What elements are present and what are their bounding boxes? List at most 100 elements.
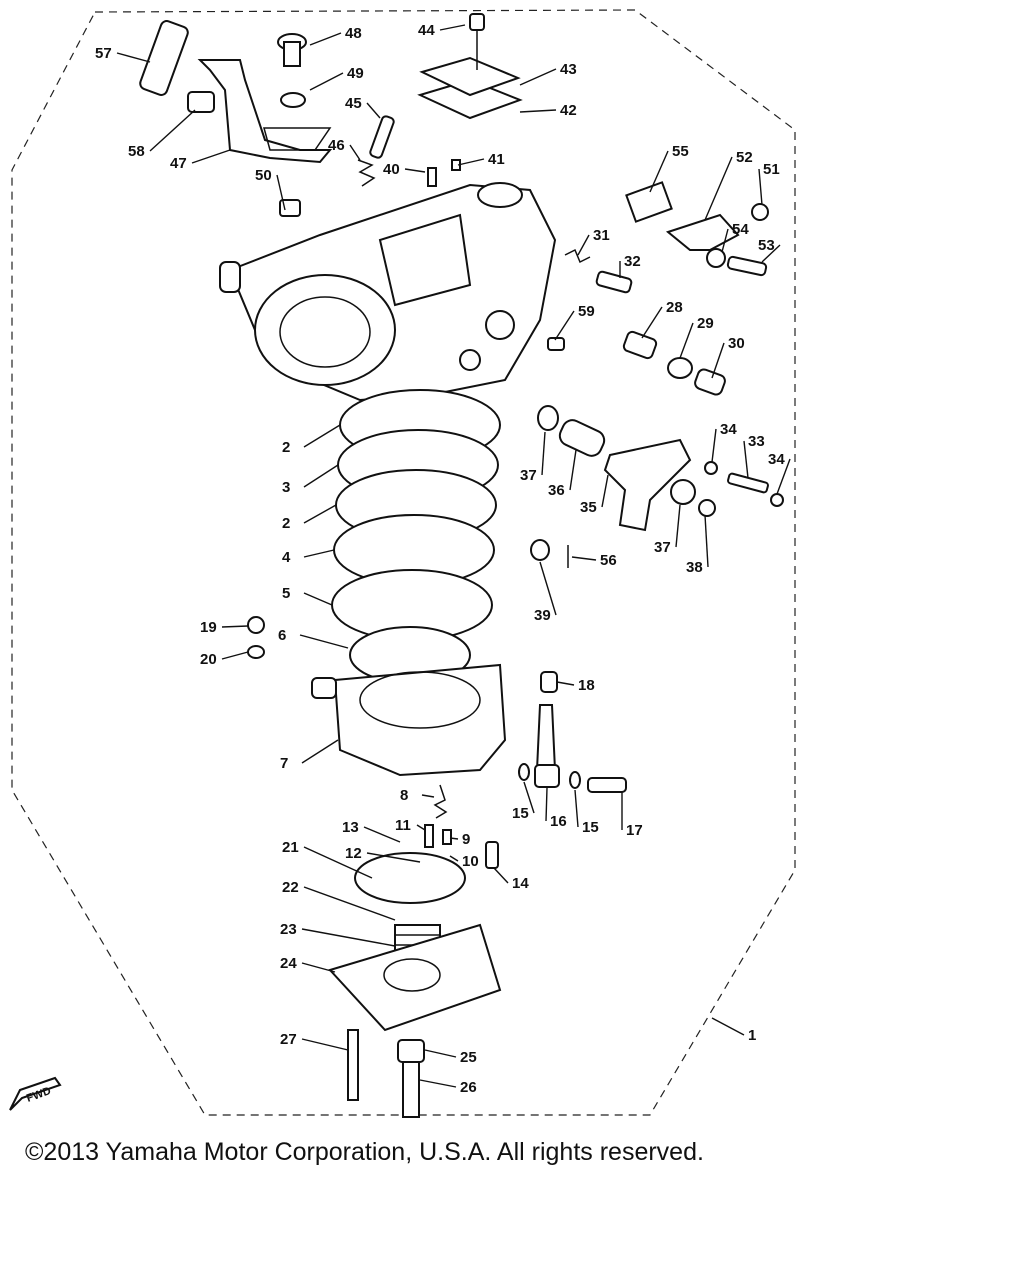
part-label-12: 12: [345, 845, 362, 862]
part-label-10: 10: [462, 853, 479, 870]
upper-left-parts: [139, 20, 461, 217]
leader-line-43: [519, 68, 557, 86]
part-label-17: 17: [626, 822, 643, 839]
part-label-46: 46: [328, 137, 345, 154]
leader-line-2b: [303, 504, 337, 524]
part-label-6: 6: [278, 627, 286, 644]
leader-line-20: [221, 651, 249, 660]
leader-line-55: [649, 150, 669, 193]
part-label-21: 21: [282, 839, 299, 856]
part-label-22: 22: [282, 879, 299, 896]
leader-line-31: [577, 234, 590, 256]
part-label-4: 4: [282, 549, 291, 566]
leader-line-19: [221, 625, 249, 628]
part-label-34a: 34: [720, 421, 737, 438]
part-label-52: 52: [736, 149, 753, 166]
pump-body: [247, 616, 507, 777]
leader-line-16: [545, 787, 548, 822]
part-label-50: 50: [255, 167, 272, 184]
linkage-parts: [530, 181, 784, 568]
leader-line-37b: [675, 504, 681, 548]
part-label-3: 3: [282, 479, 290, 496]
leader-line-24: [301, 962, 336, 973]
part-label-15a: 15: [512, 805, 529, 822]
leader-line-48: [309, 32, 342, 46]
leader-line-41: [457, 158, 485, 166]
carburetor-body: [219, 182, 557, 402]
leader-line-39: [539, 561, 557, 616]
leader-line-3: [303, 464, 339, 488]
part-label-48: 48: [345, 25, 362, 42]
part-label-35: 35: [580, 499, 597, 516]
leader-line-4: [303, 549, 335, 558]
leader-line-57: [116, 52, 151, 63]
part-label-37b: 37: [654, 539, 671, 556]
part-label-5: 5: [282, 585, 290, 602]
copyright-notice: ©2013 Yamaha Motor Corporation, U.S.A. A…: [25, 1138, 704, 1166]
lower-diaphragm-assembly: [328, 784, 502, 1118]
leader-line-34a: [711, 428, 717, 463]
part-label-13: 13: [342, 819, 359, 836]
leader-line-38: [704, 514, 709, 568]
part-callouts: 1223456789101112131415151617181920212223…: [95, 22, 791, 1096]
top-cover-parts: [417, 13, 523, 120]
leader-line-44: [439, 24, 466, 31]
part-label-19: 19: [200, 619, 217, 636]
leader-line-8: [421, 794, 435, 798]
part-label-39: 39: [534, 607, 551, 624]
leader-line-11: [416, 824, 426, 831]
leader-line-47: [191, 149, 231, 164]
part-label-2b: 2: [282, 515, 290, 532]
part-label-47: 47: [170, 155, 187, 172]
carburetor-exploded-diagram: FWD 122345678910111213141515161718192021…: [9, 9, 796, 1118]
part-label-42: 42: [560, 102, 577, 119]
part-label-20: 20: [200, 651, 217, 668]
part-label-49: 49: [347, 65, 364, 82]
part-label-38: 38: [686, 559, 703, 576]
leader-line-54: [721, 228, 729, 253]
part-label-56: 56: [600, 552, 617, 569]
leader-line-56: [571, 556, 597, 561]
part-label-11: 11: [395, 817, 411, 834]
part-label-15b: 15: [582, 819, 599, 836]
leader-line-35: [601, 474, 609, 508]
leader-line-59: [554, 310, 575, 341]
part-label-58: 58: [128, 143, 145, 160]
leader-line-33: [743, 440, 749, 479]
leader-line-37a: [541, 431, 546, 476]
leader-line-15a: [523, 781, 535, 814]
gasket-stack: [331, 389, 501, 684]
leader-line-49: [309, 72, 344, 91]
fwd-arrow-icon: FWD: [9, 1076, 62, 1111]
leader-line-52: [704, 156, 733, 221]
leader-line-36: [569, 449, 577, 491]
part-label-59: 59: [578, 303, 595, 320]
part-label-33: 33: [748, 433, 765, 450]
leader-line-7: [301, 739, 339, 764]
part-label-23: 23: [280, 921, 297, 938]
leader-line-58: [149, 109, 196, 152]
leader-line-51: [758, 168, 763, 206]
leader-line-18: [556, 681, 575, 686]
part-label-29: 29: [697, 315, 714, 332]
leader-line-34b: [776, 458, 791, 495]
part-label-16: 16: [550, 813, 567, 830]
part-label-24: 24: [280, 955, 297, 972]
leader-line-45: [366, 102, 381, 119]
leader-line-53: [761, 244, 781, 263]
leader-line-25: [424, 1049, 457, 1058]
fitting-parts: [518, 671, 627, 793]
leader-line-42: [519, 109, 557, 113]
part-label-45: 45: [345, 95, 362, 112]
part-label-53: 53: [758, 237, 775, 254]
part-label-26: 26: [460, 1079, 477, 1096]
part-label-54: 54: [732, 221, 749, 238]
part-label-34b: 34: [768, 451, 785, 468]
part-label-1: 1: [748, 1027, 756, 1044]
leader-line-14: [493, 867, 509, 884]
leader-line-2a: [303, 424, 341, 448]
leader-line-30: [711, 342, 725, 379]
assembly-boundary: [11, 9, 796, 1116]
part-label-18: 18: [578, 677, 595, 694]
leader-line-12: [366, 852, 421, 863]
